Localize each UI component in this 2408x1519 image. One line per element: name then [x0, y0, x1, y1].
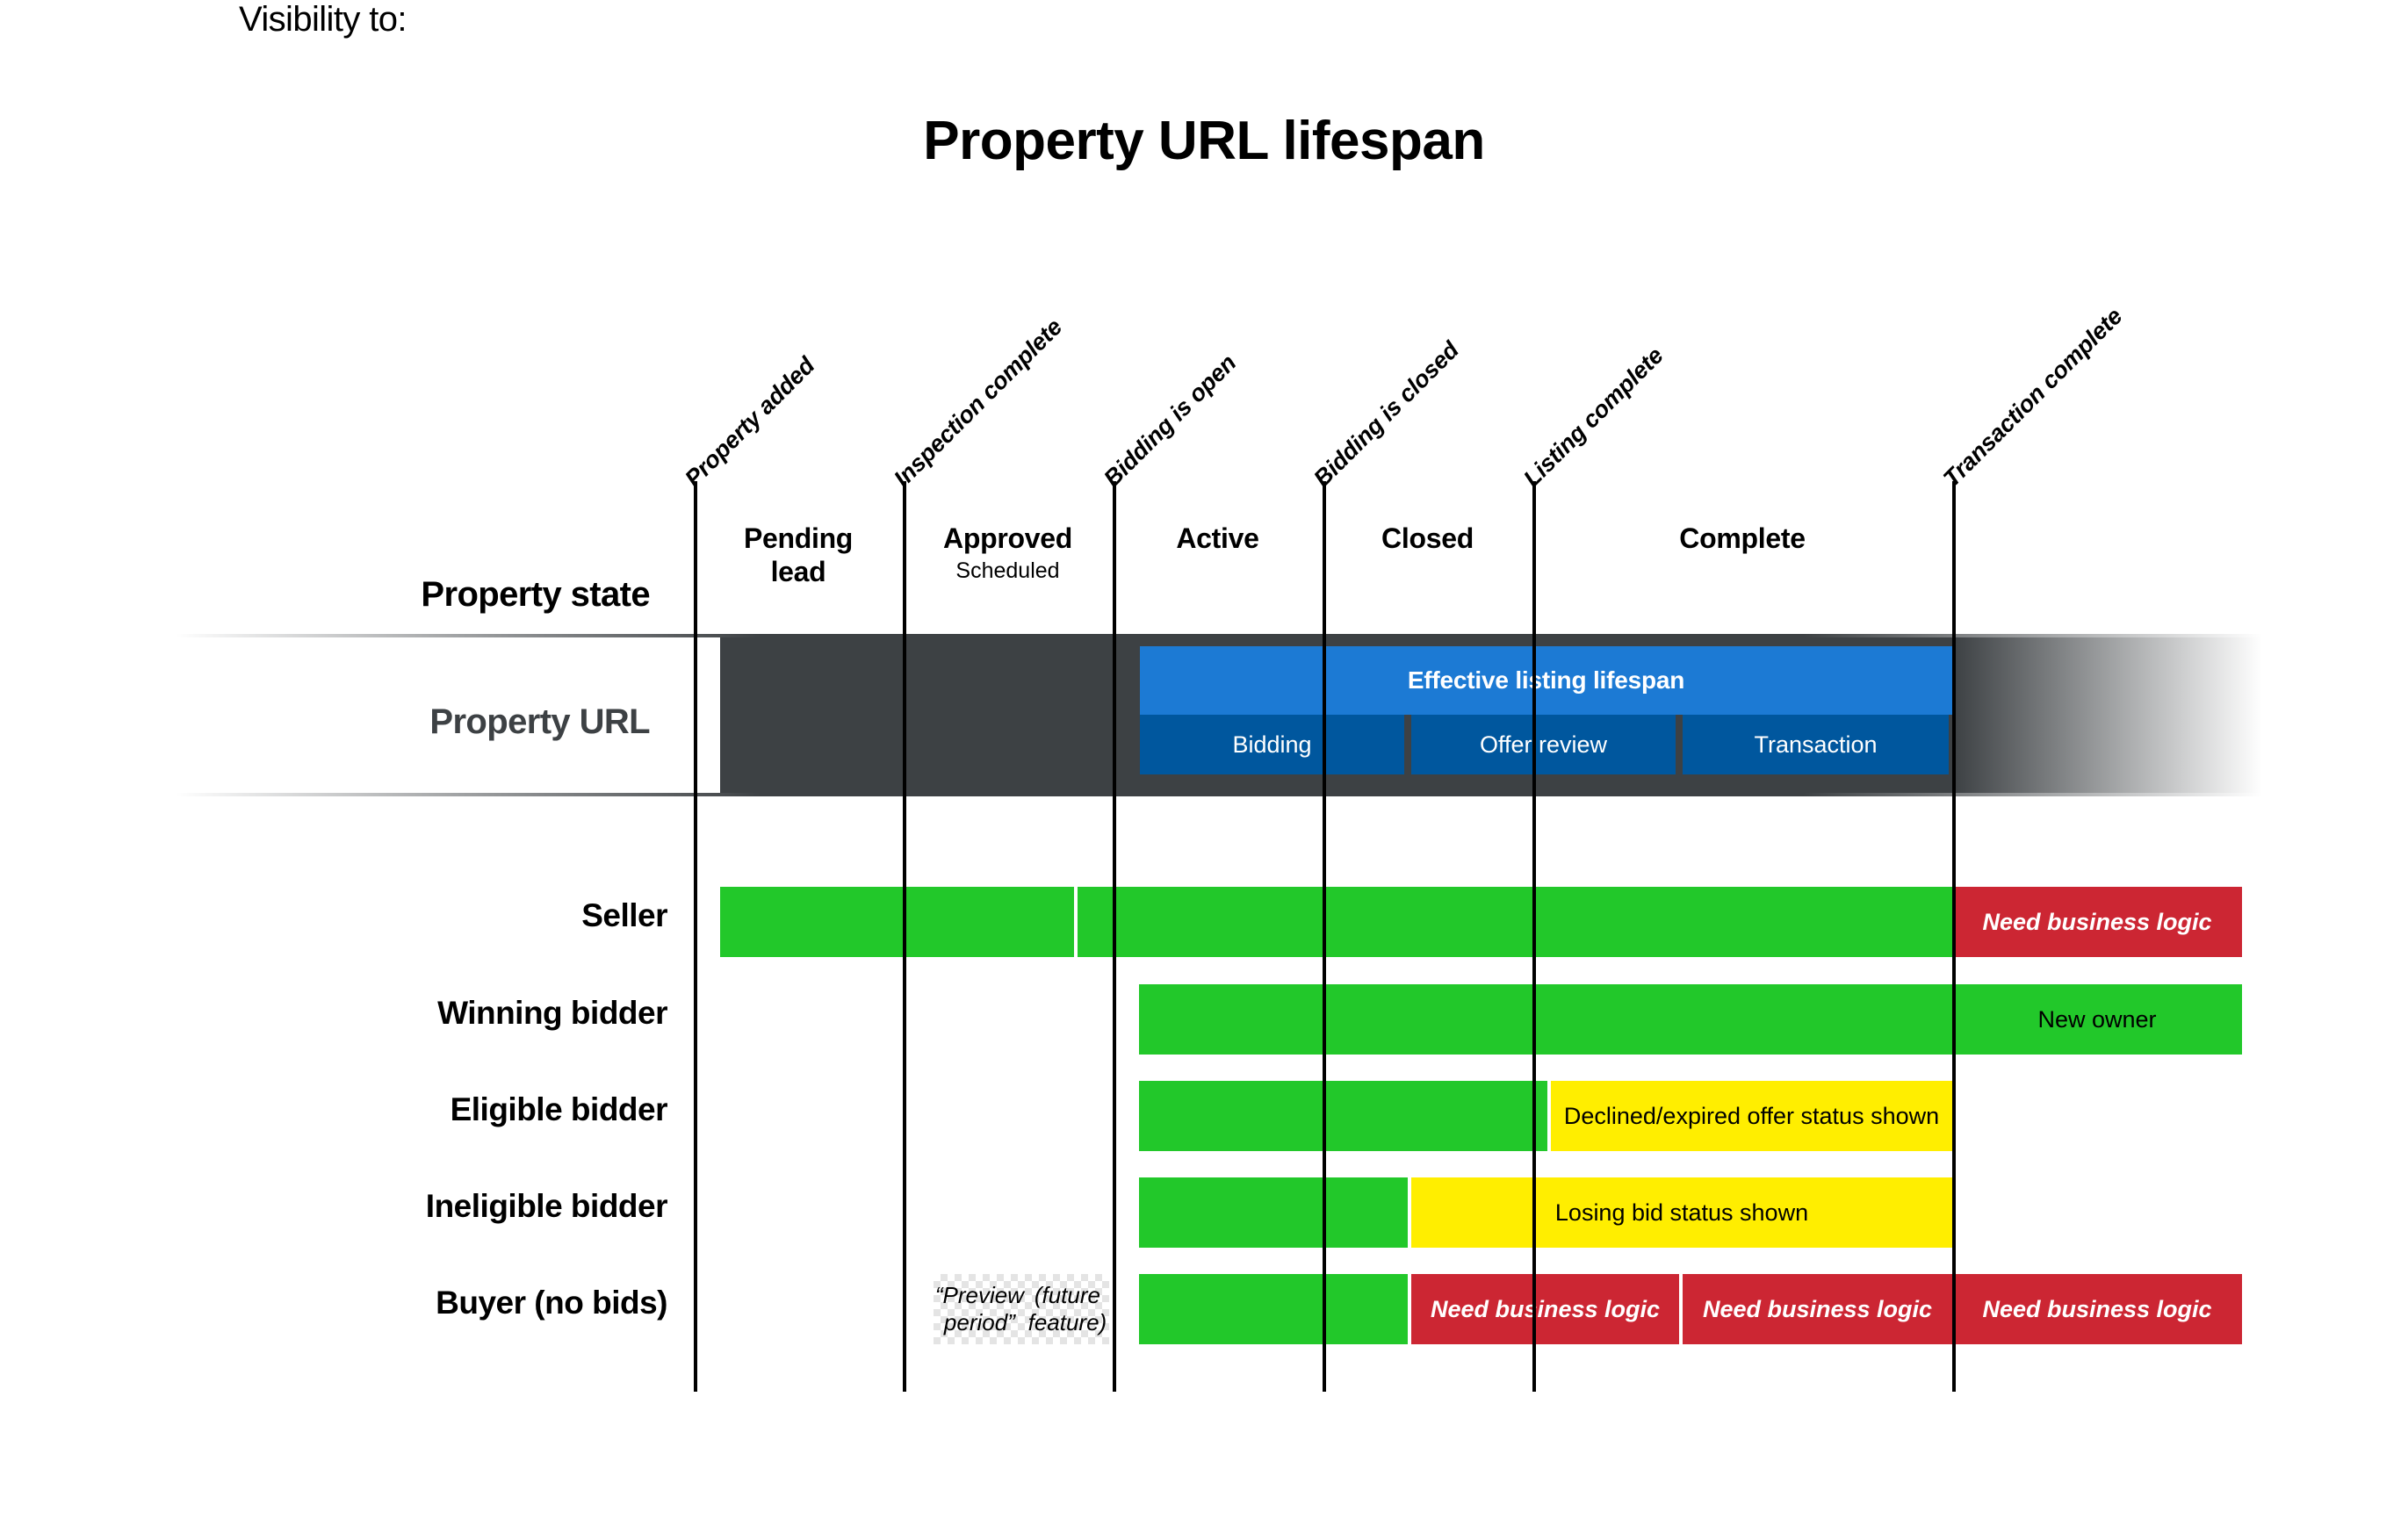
visibility-cell-r1-c1: New owner: [1952, 984, 2242, 1055]
milestone-line-3: [1323, 481, 1326, 1392]
visibility-cell-r4-c2: Need business logic: [1411, 1274, 1679, 1344]
milestone-line-4: [1532, 481, 1536, 1392]
milestone-label-3: Bidding is closed: [1309, 336, 1464, 493]
property-url-row-label: Property URL: [429, 702, 650, 741]
property-state-row-label: Property state: [421, 575, 650, 614]
milestone-line-2: [1113, 481, 1116, 1392]
visibility-cell-r2-c1: Declined/expired offer status shown: [1551, 1081, 1952, 1151]
visibility-row-label-4: Buyer (no bids): [436, 1285, 667, 1321]
visibility-row-label-0: Seller: [581, 897, 667, 933]
milestone-label-0: Property added: [680, 352, 820, 493]
milestone-line-0: [694, 481, 697, 1392]
visibility-cell-r2-c0: [1139, 1081, 1547, 1151]
milestone-label-1: Inspection complete: [889, 313, 1068, 493]
url-subphase-1: Offer review: [1411, 715, 1676, 774]
visibility-row-label-1: Winning bidder: [437, 995, 667, 1031]
visibility-row-label-2: Eligible bidder: [450, 1091, 668, 1127]
visibility-cell-r4-c3: Need business logic: [1683, 1274, 1952, 1344]
visibility-cell-r0-c1: [1078, 887, 1952, 957]
url-band-bottom-rule: [176, 793, 2262, 796]
visibility-cell-r4-c4: Need business logic: [1952, 1274, 2242, 1344]
visibility-row-label-3: Ineligible bidder: [425, 1188, 668, 1224]
effective-listing-lifespan-bar: Effective listing lifespan: [1140, 646, 1952, 715]
url-subphase-2: Transaction: [1683, 715, 1949, 774]
milestone-label-5: Transaction complete: [1938, 302, 2128, 493]
url-subphase-0: Bidding: [1140, 715, 1404, 774]
visibility-cell-r4-c1: [1139, 1274, 1408, 1344]
visibility-cell-r1-c0: [1139, 984, 1952, 1055]
milestone-line-1: [903, 481, 906, 1392]
visibility-cell-r3-c0: [1139, 1177, 1408, 1248]
visibility-cell-r0-c0: [720, 887, 1074, 957]
page-title: Property URL lifespan: [923, 111, 1485, 171]
property-state-cell-4: Complete: [1679, 522, 1806, 554]
milestone-label-4: Listing complete: [1518, 342, 1669, 493]
visibility-cell-r3-c1: Losing bid status shown: [1411, 1177, 1952, 1248]
property-state-cell-3: Closed: [1381, 522, 1474, 554]
visibility-cell-r0-c2: Need business logic: [1952, 887, 2242, 957]
url-band-top-rule: [176, 634, 2262, 637]
visibility-cell-r4-c0: “Preview period”(future feature): [934, 1274, 1109, 1344]
visibility-section-label: Visibility to:: [239, 0, 407, 39]
property-state-cell-2: Active: [1176, 522, 1259, 554]
milestone-label-2: Bidding is open: [1099, 349, 1242, 493]
milestone-line-5: [1952, 481, 1956, 1392]
